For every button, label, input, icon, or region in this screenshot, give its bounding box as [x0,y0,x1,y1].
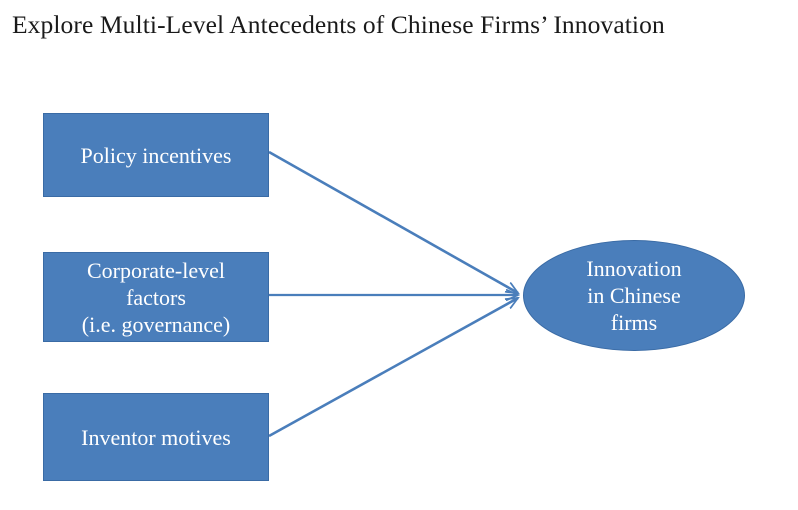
node-policy-incentives[interactable]: Policy incentives [43,113,269,197]
node-innovation-in-chinese-firms-label: Innovation in Chinese firms [586,255,681,336]
page-title: Explore Multi-Level Antecedents of Chine… [12,10,665,39]
node-policy-incentives-label: Policy incentives [77,142,236,169]
node-corporate-level-factors[interactable]: Corporate-level factors (i.e. governance… [43,252,269,342]
node-corporate-level-factors-line-2: factors [126,284,186,310]
node-corporate-level-factors-line-3: (i.e. governance) [81,311,231,337]
node-innovation-in-chinese-firms[interactable]: Innovation in Chinese firms [523,240,745,351]
node-innovation-in-chinese-firms-line-1: Innovation [586,256,682,281]
arrow-inventor-to-innovation [268,296,518,438]
node-inventor-motives-label: Inventor motives [77,424,235,451]
node-inventor-motives[interactable]: Inventor motives [43,393,269,481]
node-corporate-level-factors-line-1: Corporate-level [86,257,226,283]
node-innovation-in-chinese-firms-line-3: firms [610,310,658,335]
node-inventor-motives-line-1: Inventor motives [81,424,231,450]
node-innovation-in-chinese-firms-line-2: in Chinese [587,283,681,308]
node-corporate-level-factors-label: Corporate-level factors (i.e. governance… [78,257,234,338]
node-policy-incentives-line-1: Policy incentives [80,142,232,168]
arrow-policy-to-innovation [268,150,518,295]
